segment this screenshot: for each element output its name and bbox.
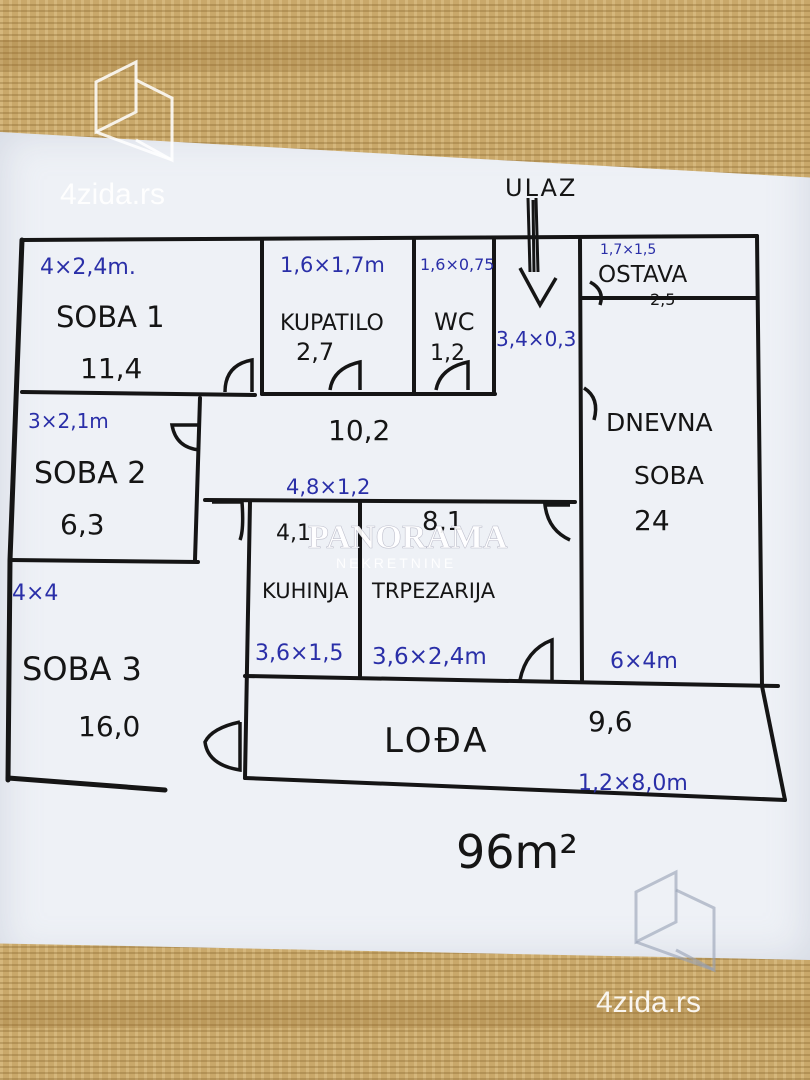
room-labels: SOBA 1 11,4 KUPATILO 2,7 WC 1,2 OSTAVA 2… <box>22 262 713 761</box>
watermark-top: 4zida.rs <box>60 59 174 211</box>
door-trpezarija <box>543 503 571 542</box>
dims-ulaz: 3,4×0,3 <box>496 327 576 351</box>
room-area-soba3: 16,0 <box>78 710 140 743</box>
dims-dnevna: 6×4m <box>610 649 678 674</box>
room-area-lodja: 9,6 <box>588 705 633 738</box>
watermark-brand: PANORAMA <box>308 519 508 556</box>
door-kuhinja <box>212 500 245 541</box>
watermark-logo-icon <box>94 59 174 163</box>
watermark-site-bottom: 4zida.rs <box>596 986 701 1019</box>
room-name-kupatilo: KUPATILO <box>280 311 384 336</box>
dims-ostava: 1,7×1,5 <box>600 242 656 258</box>
room-area-kuhinja: 4,1 <box>276 521 311 546</box>
dims-trpezarija: 3,6×2,4m <box>372 644 487 670</box>
watermark-bottom: 4zida.rs <box>596 869 716 1019</box>
room-name-soba3: SOBA 3 <box>22 650 142 688</box>
dims-soba2: 3×2,1m <box>28 409 109 433</box>
door-kupatilo <box>328 359 362 391</box>
room-name-soba2: SOBA 2 <box>34 456 146 491</box>
room-area-dnevna: 24 <box>634 504 670 537</box>
doors <box>169 280 603 773</box>
entrance-label: ULAZ <box>505 174 577 202</box>
room-area-soba2: 6,3 <box>60 508 105 541</box>
door-soba2 <box>169 423 201 452</box>
watermark-site-top: 4zida.rs <box>60 178 165 211</box>
dimension-labels: 4×2,4m. 1,6×1,7m 1,6×0,75 3,4×0,3 1,7×1,… <box>12 242 688 796</box>
watermark-brand-sub: NEKRETNINE <box>336 555 456 571</box>
door-soba3 <box>203 720 242 773</box>
room-area-hodnik: 10,2 <box>328 414 390 447</box>
room-area-trpezarija: 8,1 <box>422 507 463 537</box>
room-area-kupatilo: 2,7 <box>296 338 334 366</box>
dims-soba3: 4×4 <box>12 581 58 606</box>
room-area-soba1: 11,4 <box>80 352 142 385</box>
room-name-lodja: LOĐA <box>384 721 490 761</box>
door-ostava <box>589 280 603 306</box>
room-name-wc: WC <box>434 308 475 336</box>
room-name2-dnevna: SOBA <box>634 461 704 490</box>
door-loda <box>518 637 554 681</box>
room-name-kuhinja: KUHINJA <box>262 579 349 603</box>
dims-kupatilo: 1,6×1,7m <box>280 253 385 277</box>
dims-wc: 1,6×0,75 <box>420 255 494 274</box>
door-wc <box>434 359 470 391</box>
dims-lodja: 1,2×8,0m <box>578 771 688 796</box>
dims-hodnik: 4,8×1,2 <box>286 475 370 499</box>
door-dnevna <box>582 386 598 421</box>
dims-soba1: 4×2,4m. <box>40 255 136 280</box>
paper-sheet <box>0 132 810 960</box>
room-name-trpezarija: TRPEZARIJA <box>371 579 496 603</box>
room-area-ostava: 2,5 <box>650 290 675 309</box>
room-name-soba1: SOBA 1 <box>56 300 165 334</box>
watermark-logo-icon-bottom <box>634 869 716 973</box>
door-soba1 <box>223 357 254 393</box>
tablecloth-band-bottom <box>0 1000 810 1028</box>
room-name-ostava: OSTAVA <box>598 262 687 288</box>
watermark-panorama: PANORAMA NEKRETNINE <box>308 519 509 571</box>
room-area-wc: 1,2 <box>430 341 465 366</box>
entrance-arrow <box>518 197 558 309</box>
dims-kuhinja: 3,6×1,5 <box>255 641 343 666</box>
walls <box>5 234 787 802</box>
total-area: 96m² <box>456 825 578 879</box>
room-name-dnevna: DNEVNA <box>606 408 713 437</box>
